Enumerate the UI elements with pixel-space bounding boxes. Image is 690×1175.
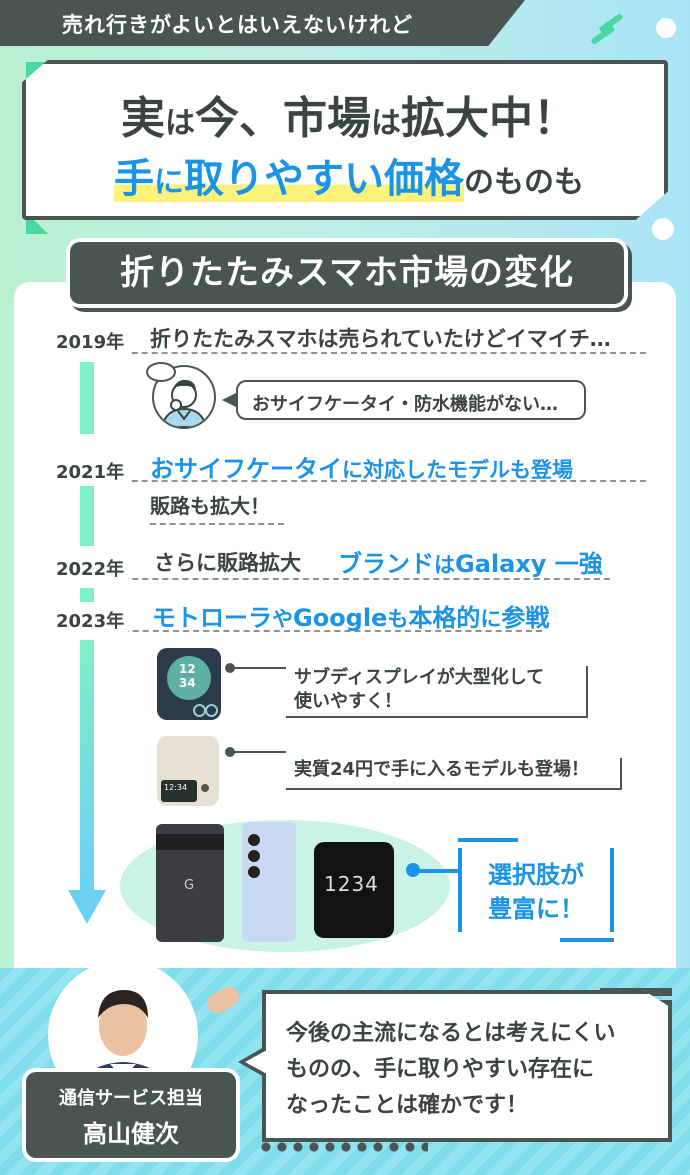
sub-display [161,780,197,802]
row-highlight-part: Google [293,604,388,632]
row-text: おサイフケータイに対応したモデルも登場 [150,449,573,484]
comment-text: 今後の主流になるとは考えにくい ものの、手に取りやすい存在に なったことは確かで… [286,1016,666,1124]
row-highlight-part: や [272,607,293,631]
timeline-bar [80,640,94,890]
headline-text: 実 [121,93,165,144]
headline-text: は [371,106,401,141]
comment-tail-inner [245,1050,267,1074]
row-text: さらに販路拡大 [154,551,301,575]
worry-scribble-icon [146,362,176,382]
headline-text: 今、市場 [195,93,371,144]
row-highlight-part: 参戦 [501,604,550,632]
camera-bar [156,834,224,850]
year-label: 2019年 [52,328,129,354]
year-label: 2023年 [52,607,129,633]
headline-line-1: 実は今、市場は拡大中！ [26,82,668,146]
sub-display [167,656,211,700]
callout-line: 使いやすく！ [294,691,402,712]
leader-line [230,667,286,669]
headline-text: は [165,106,195,141]
row-highlight: ブランドはGalaxy 一強 [338,544,603,579]
staff-role: 通信サービス担当 [59,1088,203,1109]
choice-box-top-rule [458,838,518,842]
callout-text: 実質24円で手に入るモデルも登場！ [286,758,622,790]
clock-digits: 1234 [324,872,379,896]
year-label: 2021年 [52,458,129,484]
logo-g-icon: G [184,878,195,893]
row-underline [52,480,646,482]
row-highlight: おサイフケータイ [150,455,342,483]
timeline-bar [80,486,94,546]
headline-line-2: 手に取りやすい価格のものも [26,146,668,204]
foldable-phone-image [242,822,296,942]
row-highlight-part: Galaxy 一強 [455,550,603,578]
row-highlight: モトローラやGoogleも本格的に参戦 [152,598,549,633]
foldable-phone-image: G [156,824,224,942]
row-highlight-part: 本格的 [408,604,481,632]
timeline-arrow-icon [68,890,106,924]
leader-dot [406,863,420,877]
decoration-circle [652,218,674,240]
row-highlight-part: モトローラ [152,604,272,632]
headline-highlight: 手 [114,156,154,202]
row-highlight-part: に [480,607,502,631]
comment-line: ものの、手に取りやすい存在に [286,1057,595,1082]
headline-text: のものも [464,165,584,200]
row-highlight-part: ブランド [338,550,434,578]
section-title: 折りたたみスマホ市場の変化 [70,242,624,304]
choice-line: 豊富に！ [488,895,584,923]
row-text-part: に対応したモデルも登場 [342,458,573,482]
row-underline [52,578,610,580]
timeline-bar [80,362,94,434]
worried-person-icon [152,365,216,429]
camera-lens-icon [248,866,260,878]
leader-line [230,751,286,753]
row-underline [52,630,542,632]
headline-box: 実は今、市場は拡大中！ 手に取りやすい価格のものも [22,60,668,220]
headline-text: 拡大中！ [401,93,577,144]
flip-phone-image: 12 34 [157,648,221,720]
callout-text: サブディスプレイが大型化して 使いやすく！ [286,666,588,718]
headline-highlight: 取りやすい価格 [184,156,464,202]
clock-digits: 34 [179,676,196,690]
header-tab-text: 売れ行きがよいとはいえないけれど [62,13,413,37]
camera-lens-icon [248,834,260,846]
row-text: 折りたたみスマホは売られていたけどイマイチ… [150,327,611,351]
clock-digits: 12 [179,662,196,676]
callout-line: サブディスプレイが大型化して [294,667,545,688]
comment-line: 今後の主流になるとは考えにくい [286,1021,616,1046]
choice-box-bottom-rule [560,938,614,942]
camera-lens-icon [201,784,209,792]
flip-phone-image: 1234 [314,842,394,938]
camera-lens-icon [205,704,218,717]
staff-name-plate: 通信サービス担当 高山健次 [26,1072,236,1158]
clock-digits: 12:34 [164,783,188,792]
comment-line: なったことは確かです！ [286,1093,529,1118]
decoration-dots [258,1140,428,1154]
choice-line: 選択肢が [488,861,584,889]
headline-highlight: に [154,165,184,200]
row-sub-text: 販路も拡大！ [150,490,284,525]
staff-name: 高山健次 [83,1120,179,1148]
year-label: 2022年 [52,555,129,581]
callout-line: 実質24円で手に入るモデルも登場！ [294,759,590,780]
camera-lens-icon [248,850,260,862]
row-highlight-part: は [434,553,455,577]
speech-bubble: おサイフケータイ・防水機能がない… [236,380,586,420]
leader-line [418,869,458,873]
timeline-bar [80,588,94,602]
comment-box: 今後の主流になるとは考えにくい ものの、手に取りやすい存在に なったことは確かで… [262,990,672,1142]
header-tab: 売れ行きがよいとはいえないけれど [0,0,525,46]
row-underline [52,352,646,354]
row-highlight-part: も [387,607,409,631]
speech-bubble-text: おサイフケータイ・防水機能がない… [252,394,558,415]
choice-callout: 選択肢が 豊富に！ [458,848,614,932]
bubble-tail-icon [222,392,238,408]
decoration-circle [656,18,676,38]
flip-phone-image: 12:34 [157,736,219,806]
